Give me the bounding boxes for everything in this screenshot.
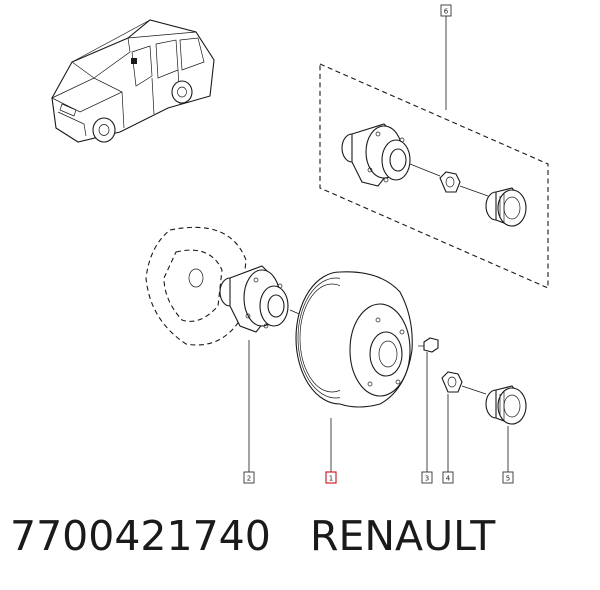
callout-6: 6 xyxy=(440,4,452,17)
callout-5-label: 5 xyxy=(506,475,510,483)
callout-3: 3 xyxy=(421,471,433,484)
backing-plate xyxy=(145,226,247,346)
kit-6-nut xyxy=(439,171,461,193)
kit-6-hub xyxy=(341,123,411,187)
kit-6-bearing xyxy=(485,187,527,227)
part-5-bearing xyxy=(485,385,527,425)
part-caption: 7700421740 RENAULT xyxy=(10,512,495,572)
part-3-bolt xyxy=(418,337,439,353)
callout-2: 2 xyxy=(243,471,255,484)
callout-6-label: 6 xyxy=(444,8,449,16)
kit-6-outline xyxy=(319,63,549,289)
brand-name: RENAULT xyxy=(309,512,496,560)
callout-3-label: 3 xyxy=(425,475,429,483)
part-1-brake-drum xyxy=(295,271,413,408)
callout-1: 1 xyxy=(325,471,337,484)
vehicle-illustration xyxy=(51,19,215,143)
callout-2-label: 2 xyxy=(247,475,251,483)
part-4-nut xyxy=(441,371,463,393)
part-2-hub xyxy=(219,265,289,333)
callout-1-label: 1 xyxy=(329,475,333,483)
callout-5: 5 xyxy=(502,471,514,484)
callout-4-label: 4 xyxy=(446,475,451,483)
callout-4: 4 xyxy=(442,471,454,484)
part-number: 7700421740 xyxy=(10,512,271,560)
